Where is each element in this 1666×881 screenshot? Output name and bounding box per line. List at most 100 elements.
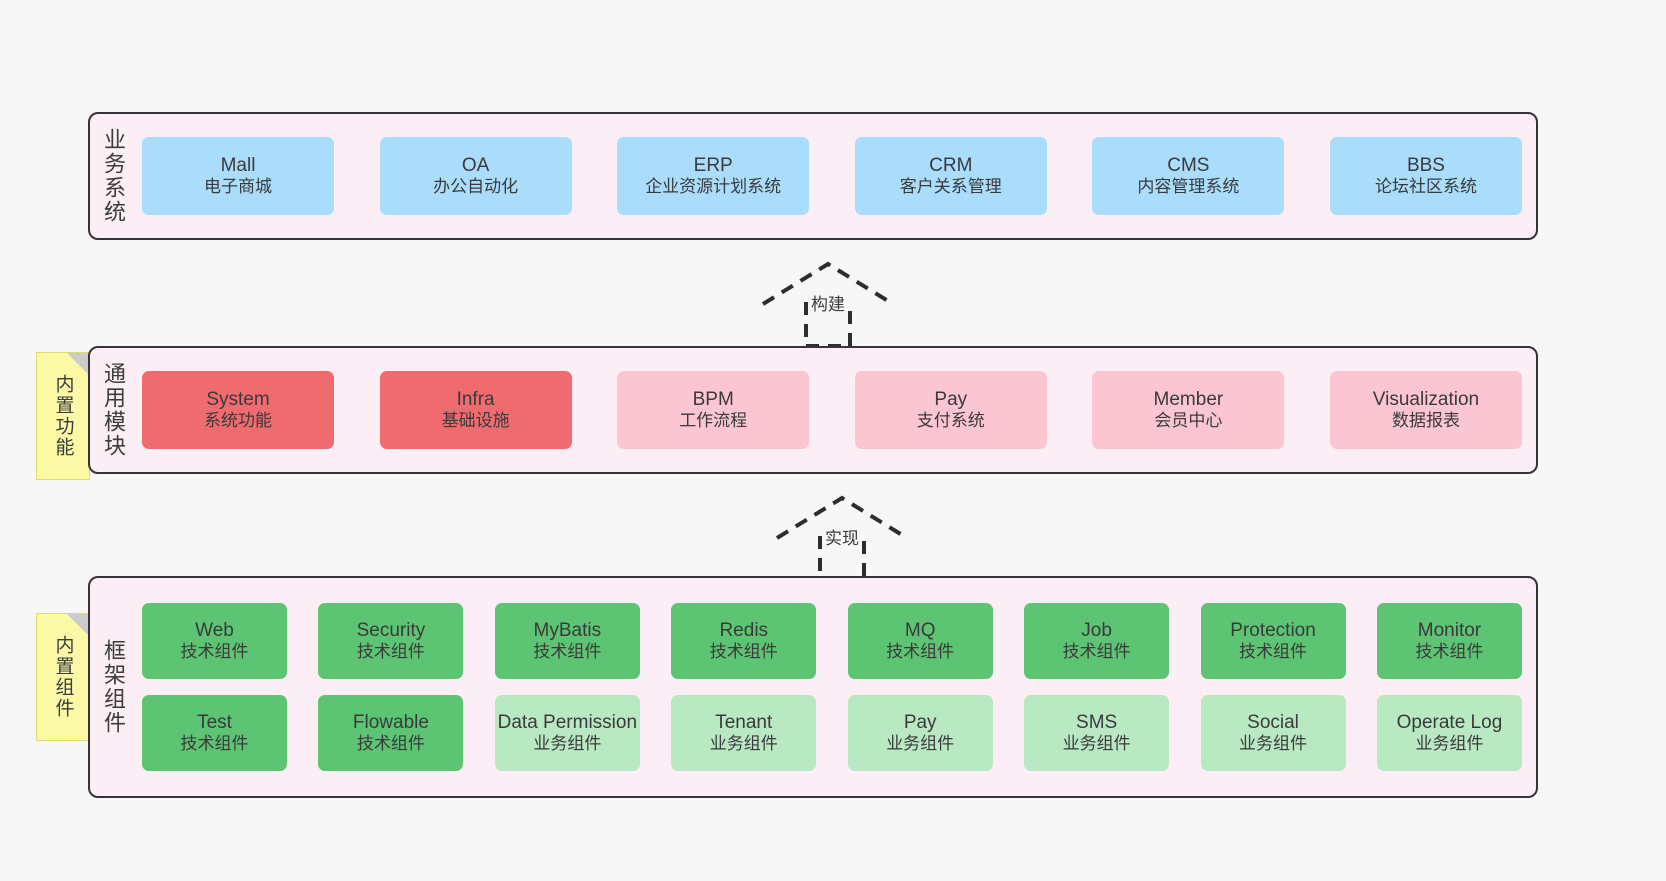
card-redis[interactable]: Redis 技术组件 <box>671 603 817 679</box>
card-web[interactable]: Web 技术组件 <box>142 603 287 679</box>
card-subtitle: 数据报表 <box>1391 411 1460 431</box>
card-subtitle: 技术组件 <box>709 642 778 662</box>
card-title: Web <box>195 619 234 641</box>
card-title: Job <box>1081 619 1112 641</box>
card-subtitle: 电子商城 <box>204 177 272 197</box>
card-title: BPM <box>692 388 734 410</box>
card-title: CRM <box>929 154 973 176</box>
layer-title-business-system: 业务系统 <box>101 128 126 224</box>
generalization-arrow-icon <box>775 495 909 580</box>
card-subtitle: 业务组件 <box>886 734 955 754</box>
card-title: System <box>206 388 270 410</box>
layer-title-framework-component: 框架组件 <box>101 639 126 735</box>
card-title: Monitor <box>1417 619 1482 641</box>
layer-body-common-module: System 系统功能 Infra 基础设施 BPM 工作流程 Pay 支付系统… <box>136 348 1536 472</box>
card-subtitle: 技术组件 <box>1239 642 1308 662</box>
card-subtitle: 支付系统 <box>916 411 985 431</box>
card-operate-log[interactable]: Operate Log 业务组件 <box>1376 695 1522 771</box>
card-title: OA <box>461 154 490 176</box>
sticky-note-label: 内置功能 <box>52 374 74 458</box>
card-sms[interactable]: SMS 业务组件 <box>1024 695 1170 771</box>
card-title: MQ <box>904 619 936 641</box>
layer-common-module[interactable]: 通用模块 System 系统功能 Infra 基础设施 BPM 工作流程 Pay… <box>88 346 1538 474</box>
card-title: MyBatis <box>533 619 602 641</box>
card-row: System 系统功能 Infra 基础设施 BPM 工作流程 Pay 支付系统… <box>142 371 1522 449</box>
card-title: Tenant <box>715 711 773 733</box>
card-monitor[interactable]: Monitor 技术组件 <box>1376 603 1522 679</box>
card-cms[interactable]: CMS 内容管理系统 <box>1092 137 1285 215</box>
connector-implement: 实现 <box>772 492 912 580</box>
card-visualization[interactable]: Visualization 数据报表 <box>1329 371 1522 449</box>
card-bpm[interactable]: BPM 工作流程 <box>617 371 810 449</box>
connector-label: 实现 <box>822 524 862 549</box>
card-erp[interactable]: ERP 企业资源计划系统 <box>617 137 810 215</box>
card-subtitle: 基础设施 <box>441 411 510 431</box>
card-row: Mall 电子商城 OA 办公自动化 ERP 企业资源计划系统 CRM 客户关系… <box>142 137 1522 215</box>
card-subtitle: 技术组件 <box>356 642 425 662</box>
card-title: Security <box>356 619 426 641</box>
sticky-note-builtin-component[interactable]: 内置组件 <box>36 613 90 741</box>
card-oa[interactable]: OA 办公自动化 <box>379 137 572 215</box>
card-title: Social <box>1247 711 1299 733</box>
card-subtitle: 内容管理系统 <box>1137 177 1240 197</box>
card-subtitle: 业务组件 <box>1415 734 1484 754</box>
card-subtitle: 技术组件 <box>180 734 249 754</box>
card-title: Data Permission <box>497 711 638 733</box>
note-fold-corner-icon <box>67 353 89 375</box>
card-title: Redis <box>719 619 769 641</box>
card-flowable[interactable]: Flowable 技术组件 <box>318 695 464 771</box>
card-subtitle: 技术组件 <box>356 734 425 754</box>
card-subtitle: 技术组件 <box>1062 642 1131 662</box>
card-title: Flowable <box>352 711 429 733</box>
card-title: Protection <box>1230 619 1316 641</box>
card-subtitle: 工作流程 <box>679 411 748 431</box>
card-protection[interactable]: Protection 技术组件 <box>1200 603 1346 679</box>
sticky-note-builtin-function[interactable]: 内置功能 <box>36 352 90 480</box>
sticky-note-label: 内置组件 <box>52 635 74 719</box>
card-title: CMS <box>1167 154 1210 176</box>
card-title: Pay <box>903 711 937 733</box>
layer-framework-component[interactable]: 框架组件 Web 技术组件 Security 技术组件 MyBatis 技术组件… <box>88 576 1538 798</box>
layer-business-system[interactable]: 业务系统 Mall 电子商城 OA 办公自动化 ERP 企业资源计划系统 CRM… <box>88 112 1538 240</box>
layer-title-common-module: 通用模块 <box>101 362 126 458</box>
card-title: Mall <box>220 154 256 176</box>
card-infra[interactable]: Infra 基础设施 <box>379 371 572 449</box>
connector-label: 构建 <box>808 290 848 315</box>
card-social[interactable]: Social 业务组件 <box>1200 695 1346 771</box>
card-subtitle: 技术组件 <box>180 642 249 662</box>
card-title: Infra <box>456 388 495 410</box>
card-subtitle: 技术组件 <box>1415 642 1484 662</box>
card-job[interactable]: Job 技术组件 <box>1024 603 1170 679</box>
card-tenant[interactable]: Tenant 业务组件 <box>671 695 817 771</box>
card-title: Test <box>197 711 232 733</box>
card-row: Web 技术组件 Security 技术组件 MyBatis 技术组件 Redi… <box>142 603 1522 679</box>
card-pay-component[interactable]: Pay 业务组件 <box>847 695 993 771</box>
card-crm[interactable]: CRM 客户关系管理 <box>854 137 1047 215</box>
card-subtitle: 技术组件 <box>886 642 955 662</box>
card-subtitle: 企业资源计划系统 <box>645 177 782 197</box>
card-pay-module[interactable]: Pay 支付系统 <box>854 371 1047 449</box>
card-bbs[interactable]: BBS 论坛社区系统 <box>1329 137 1522 215</box>
card-title: BBS <box>1406 154 1445 176</box>
card-subtitle: 业务组件 <box>709 734 778 754</box>
card-title: Visualization <box>1372 388 1480 410</box>
layer-body-framework-component: Web 技术组件 Security 技术组件 MyBatis 技术组件 Redi… <box>136 578 1536 796</box>
card-subtitle: 业务组件 <box>1062 734 1131 754</box>
card-title: SMS <box>1076 711 1118 733</box>
card-mall[interactable]: Mall 电子商城 <box>142 137 334 215</box>
card-subtitle: 业务组件 <box>1239 734 1308 754</box>
card-security[interactable]: Security 技术组件 <box>318 603 464 679</box>
card-data-permission[interactable]: Data Permission 业务组件 <box>494 695 640 771</box>
card-mybatis[interactable]: MyBatis 技术组件 <box>494 603 640 679</box>
card-subtitle: 业务组件 <box>533 734 602 754</box>
card-member[interactable]: Member 会员中心 <box>1092 371 1285 449</box>
card-subtitle: 会员中心 <box>1154 411 1223 431</box>
card-title: Member <box>1153 388 1224 410</box>
card-test[interactable]: Test 技术组件 <box>142 695 287 771</box>
card-mq[interactable]: MQ 技术组件 <box>847 603 993 679</box>
card-row: Test 技术组件 Flowable 技术组件 Data Permission … <box>142 695 1522 771</box>
card-subtitle: 客户关系管理 <box>899 177 1002 197</box>
card-subtitle: 技术组件 <box>533 642 602 662</box>
card-system[interactable]: System 系统功能 <box>142 371 334 449</box>
